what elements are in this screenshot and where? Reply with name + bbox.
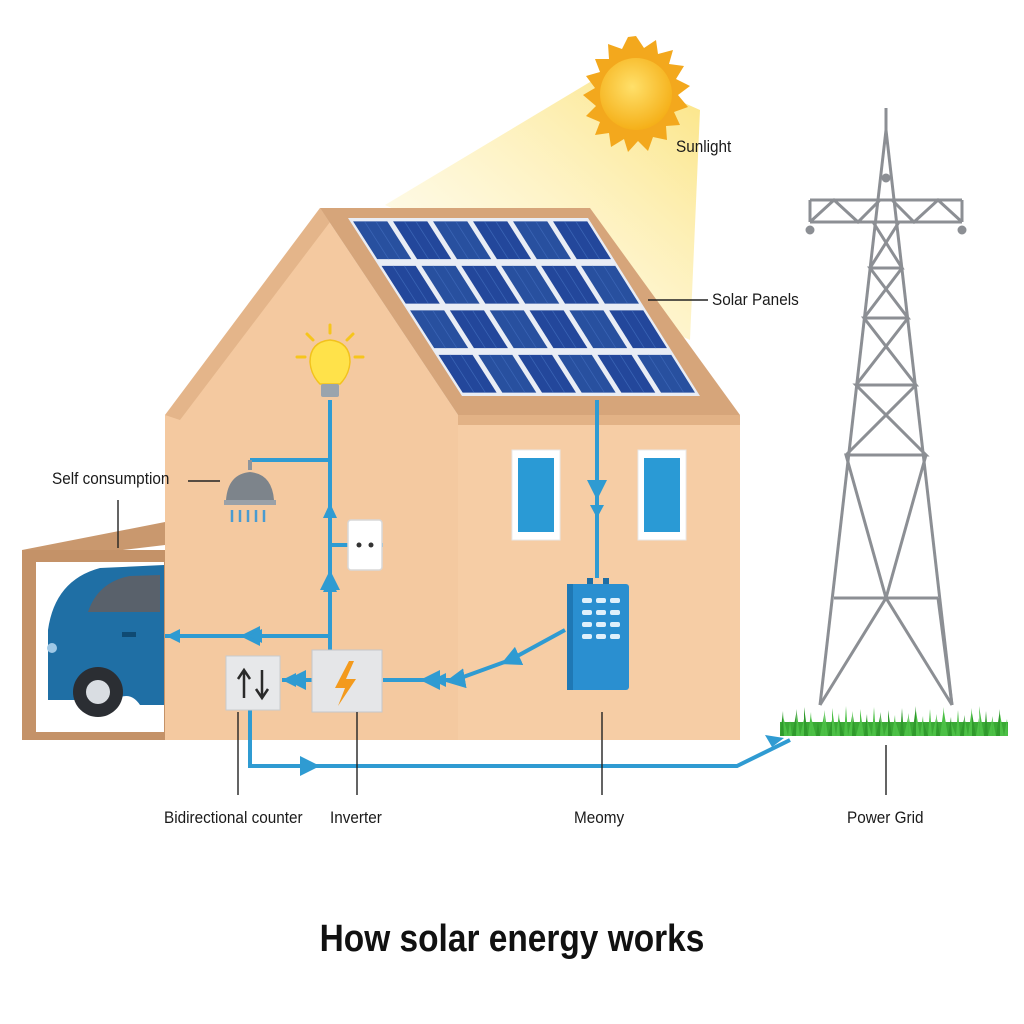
grass [780,706,1008,736]
car-icon [47,565,164,717]
solar-panel-cell [529,310,588,349]
solar-panel-cell [449,310,508,349]
solar-panel-cell [353,221,412,260]
solar-panel-cell [518,354,576,393]
solar-panel-cell [410,310,469,349]
solar-panels [348,218,700,396]
lightning-bolt-icon [311,649,383,713]
solar-panel-cell [597,354,656,393]
solar-panel-cell [461,265,520,304]
solar-panel-cell [513,221,572,260]
solar-panel-cell [609,310,667,349]
solar-panel-cell [553,221,611,260]
inverter-label: Inverter [330,808,382,827]
solar-panel-cell [489,310,548,349]
up-down-arrows-icon [225,655,281,711]
solar-panel-cell [473,221,532,260]
power-grid-label: Power Grid [847,808,924,827]
solar-panel-cell [393,221,452,260]
solar-panels-label: Solar Panels [712,290,799,309]
solar-panel-cell [501,265,560,304]
label-leader-lines [117,299,887,795]
solar-panel-cell [421,265,480,304]
sun-icon [583,36,690,152]
solar-panel-cell [637,354,695,393]
light-bulb-icon [295,323,365,397]
solar-panel-cell [541,265,600,304]
solar-panel-cell [433,221,492,260]
sunlight-label: Sunlight [676,137,732,156]
power-socket-icon [347,519,383,571]
solar-panel-cell [478,354,537,393]
transmission-tower-icon [805,108,967,706]
bidirectional-counter-label: Bidirectional counter [164,808,303,827]
memory-label: Meomy [574,808,625,827]
solar-panel-cell [557,354,616,393]
solar-panel-cell [581,265,639,304]
window-right [637,449,687,541]
battery-icon [567,578,629,690]
self-consumption-label: Self consumption [52,469,170,488]
solar-panel-cell [438,354,497,393]
window-left [511,449,561,541]
flow-arrowheads [166,503,784,773]
solar-panel-cell [569,310,628,349]
diagram-title: How solar energy works [319,918,705,960]
shower-icon [224,460,276,522]
solar-panel-cell [381,265,440,304]
